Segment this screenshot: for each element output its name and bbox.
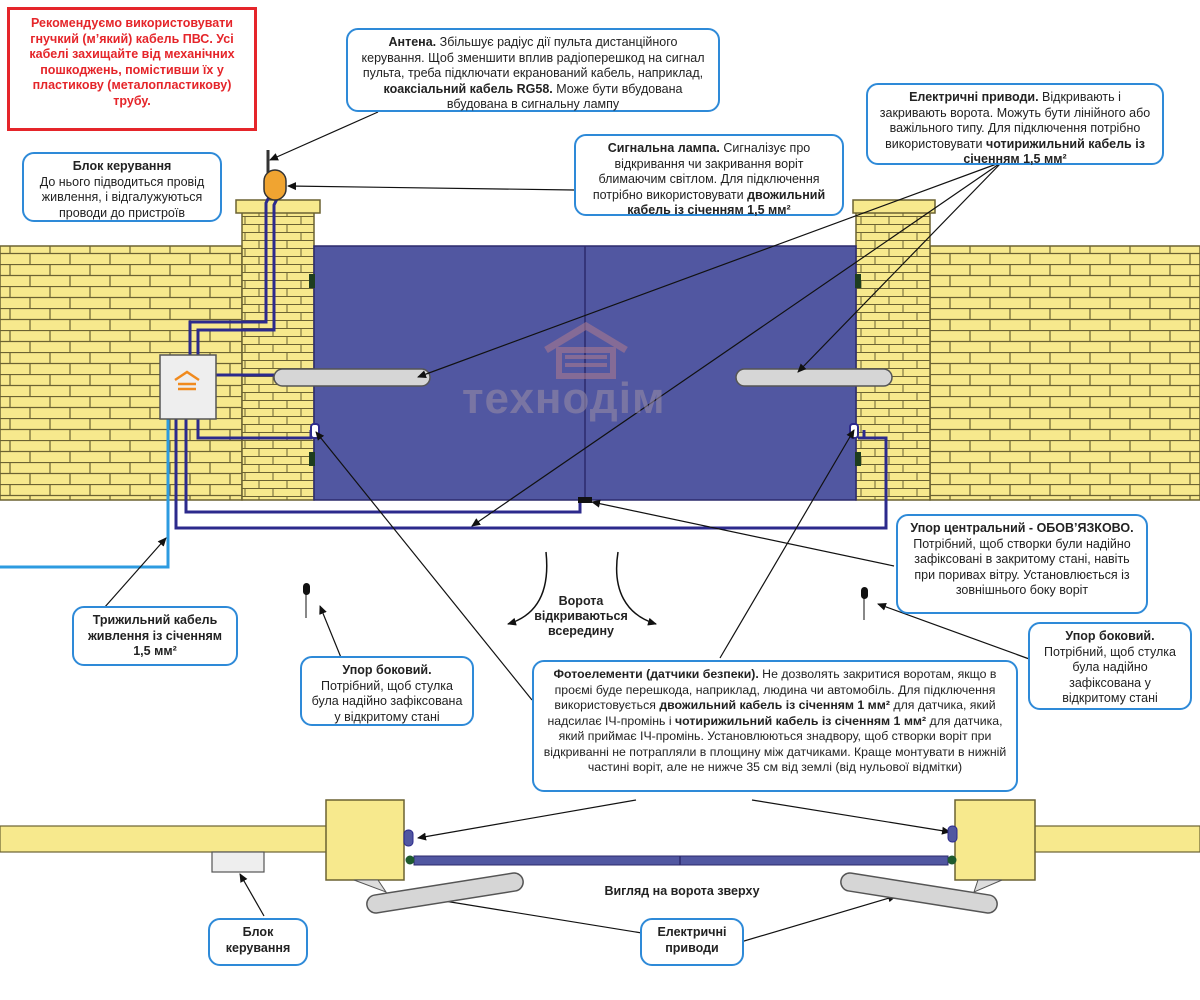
- photocells-b1: двожильний кабель із січенням 1 мм²: [659, 698, 890, 712]
- photocells-title: Фотоелементи (датчики безпеки).: [553, 667, 759, 681]
- drives-text: Відкривають і закривають ворота. Можуть …: [879, 90, 1151, 151]
- power-cable: [0, 418, 170, 569]
- brick-wall-right: [929, 245, 1200, 501]
- side-stop-right-title: Упор боковий.: [1065, 629, 1155, 643]
- device-cables: [174, 194, 888, 530]
- drives-bold: чотирижильний кабель із січенням 1,5 мм²: [963, 136, 1145, 167]
- power-cable-text: Трижильний кабель живлення із січенням 1…: [87, 613, 223, 658]
- top-view-drive-left: [366, 872, 524, 914]
- center-stop-callout: Упор центральний - ОБОВ’ЯЗКОВО. Потрібни…: [896, 514, 1148, 614]
- signal-lamp-callout: Сигнальна лампа. Сигналізує про відкрива…: [574, 134, 844, 218]
- antenna-text-a: Збільшує радіус дії пульта дистанційного…: [361, 35, 705, 80]
- side-stop-left-title: Упор боковий.: [342, 663, 432, 677]
- antenna-bold: коаксіальний кабель RG58.: [383, 81, 553, 96]
- electric-drive-left: [273, 368, 431, 387]
- signal-lamp-icon: [263, 169, 287, 201]
- center-stop-title: Упор центральний - ОБОВ’ЯЗКОВО.: [910, 521, 1134, 535]
- signal-lamp-text: Сигналізує про відкривання чи закривання…: [592, 141, 820, 202]
- center-stop: [578, 497, 592, 503]
- cable-warning: Рекомендуємо використовувати гнучкий (м’…: [7, 7, 257, 131]
- center-stop-text: Потрібний, щоб створки були надійно зафі…: [913, 536, 1131, 598]
- drives-callout: Електричні приводи. Відкривають і закрив…: [866, 83, 1164, 167]
- side-stop-right: [861, 587, 868, 620]
- side-stop-right-callout: Упор боковий. Потрібний, щоб стулка була…: [1028, 622, 1192, 710]
- side-stop-right-text: Потрібний, щоб стулка була надійно зафік…: [1044, 644, 1176, 706]
- control-unit-title: Блок керування: [72, 159, 172, 173]
- antenna-title: Антена.: [388, 35, 437, 49]
- top-view-gate: [403, 825, 958, 866]
- control-unit-icon: [159, 354, 217, 420]
- drives-bottom-callout: Електричні приводи: [640, 918, 744, 966]
- photocells-t1: Не дозволять закритися воротам, якщо в п…: [554, 667, 997, 712]
- pillar-right: [852, 199, 936, 501]
- control-unit-text: До нього підводиться провід живлення, і …: [39, 174, 205, 220]
- power-cable-callout: Трижильний кабель живлення із січенням 1…: [72, 606, 238, 666]
- antenna-text-b: Може бути вбудована вбудована в сигнальн…: [446, 81, 683, 112]
- top-view-drive-right: [840, 872, 998, 914]
- antenna-callout: Антена. Збільшує радіус дії пульта диста…: [346, 28, 720, 112]
- photocells-t3: для датчика, який приймає ІЧ-промінь. Ус…: [543, 713, 1007, 775]
- drives-bottom-text: Електричні приводи: [657, 925, 727, 955]
- photocells-t2: для датчика, який надсилає ІЧ-промінь і: [547, 698, 996, 728]
- brand-logo-text: технодім: [462, 374, 666, 423]
- callout-pointers: [103, 111, 1033, 945]
- electric-drive-right: [735, 368, 893, 387]
- signal-lamp-title: Сигнальна лампа.: [607, 141, 720, 155]
- top-view-label: Вигляд на ворота зверху: [604, 884, 760, 898]
- top-view-walls: [0, 799, 1200, 894]
- side-stop-left-callout: Упор боковий. Потрібний, щоб стулка була…: [300, 656, 474, 726]
- control-unit-callout: Блок керування До нього підводиться пров…: [22, 152, 222, 222]
- control-unit-bottom-text: Блок керування: [225, 925, 291, 955]
- side-stop-left-text: Потрібний, щоб стулка була надійно зафік…: [311, 678, 463, 724]
- gate-direction-label: Ворота відкриваються всередину: [534, 594, 628, 638]
- photocell-left-front: [310, 423, 320, 439]
- signal-lamp-bold: двожильний кабель із січенням 1,5 мм²: [627, 187, 826, 218]
- drives-title: Електричні приводи.: [909, 90, 1039, 104]
- cable-warning-text: Рекомендуємо використовувати гнучкий (м’…: [29, 16, 235, 108]
- photocells-b2: чотирижильний кабель із січенням 1 мм²: [675, 713, 927, 728]
- house-logo-icon: [544, 321, 628, 379]
- side-stop-left: [303, 583, 310, 618]
- control-unit-bottom-callout: Блок керування: [208, 918, 308, 966]
- photocells-callout: Фотоелементи (датчики безпеки). Не дозво…: [532, 660, 1018, 792]
- open-direction-arrows: [507, 551, 657, 626]
- top-view-control-unit: [211, 851, 265, 873]
- pillar-left: [235, 199, 321, 501]
